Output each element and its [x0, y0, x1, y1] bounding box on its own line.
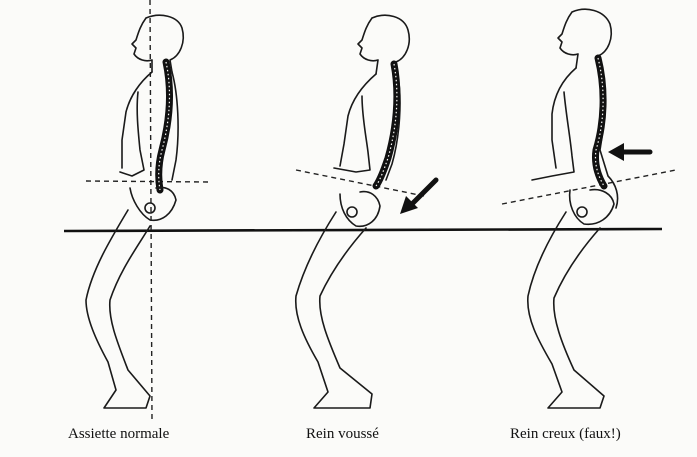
arm-hollow	[531, 91, 575, 181]
spine-hollow	[592, 54, 608, 190]
torso-hollow	[551, 67, 619, 209]
pelvis-line-round	[295, 169, 425, 197]
head-normal	[131, 14, 185, 73]
pelvis-line-normal	[85, 180, 209, 183]
spine-round	[372, 60, 401, 190]
pelvis-hollow	[568, 188, 615, 226]
ground-line	[63, 227, 663, 233]
arm-round	[333, 95, 371, 173]
arm-normal	[119, 91, 145, 177]
hip-joint-normal	[144, 202, 156, 214]
pelvis-line-hollow	[501, 169, 677, 205]
figure-normal	[85, 0, 209, 421]
pelvis-normal	[129, 186, 177, 222]
head-round	[357, 14, 411, 77]
figure-hollow	[501, 8, 677, 409]
pelvis-round	[339, 190, 381, 228]
legs-round	[294, 211, 373, 409]
head-hollow	[557, 8, 613, 71]
hip-joint-round	[346, 206, 358, 218]
legs-normal	[85, 209, 151, 409]
plumb-line	[149, 0, 153, 421]
figure-round	[294, 14, 439, 409]
legs-hollow	[527, 211, 605, 409]
spine-normal	[155, 58, 173, 194]
arrow-down-left-icon	[400, 177, 439, 214]
torso-normal	[121, 71, 179, 181]
arrow-left-icon	[608, 143, 653, 161]
caption-hollow: Rein creux (faux!)	[510, 426, 621, 442]
hip-joint-hollow	[576, 206, 588, 218]
caption-round: Rein voussé	[306, 426, 379, 442]
caption-normal: Assiette normale	[68, 426, 170, 442]
